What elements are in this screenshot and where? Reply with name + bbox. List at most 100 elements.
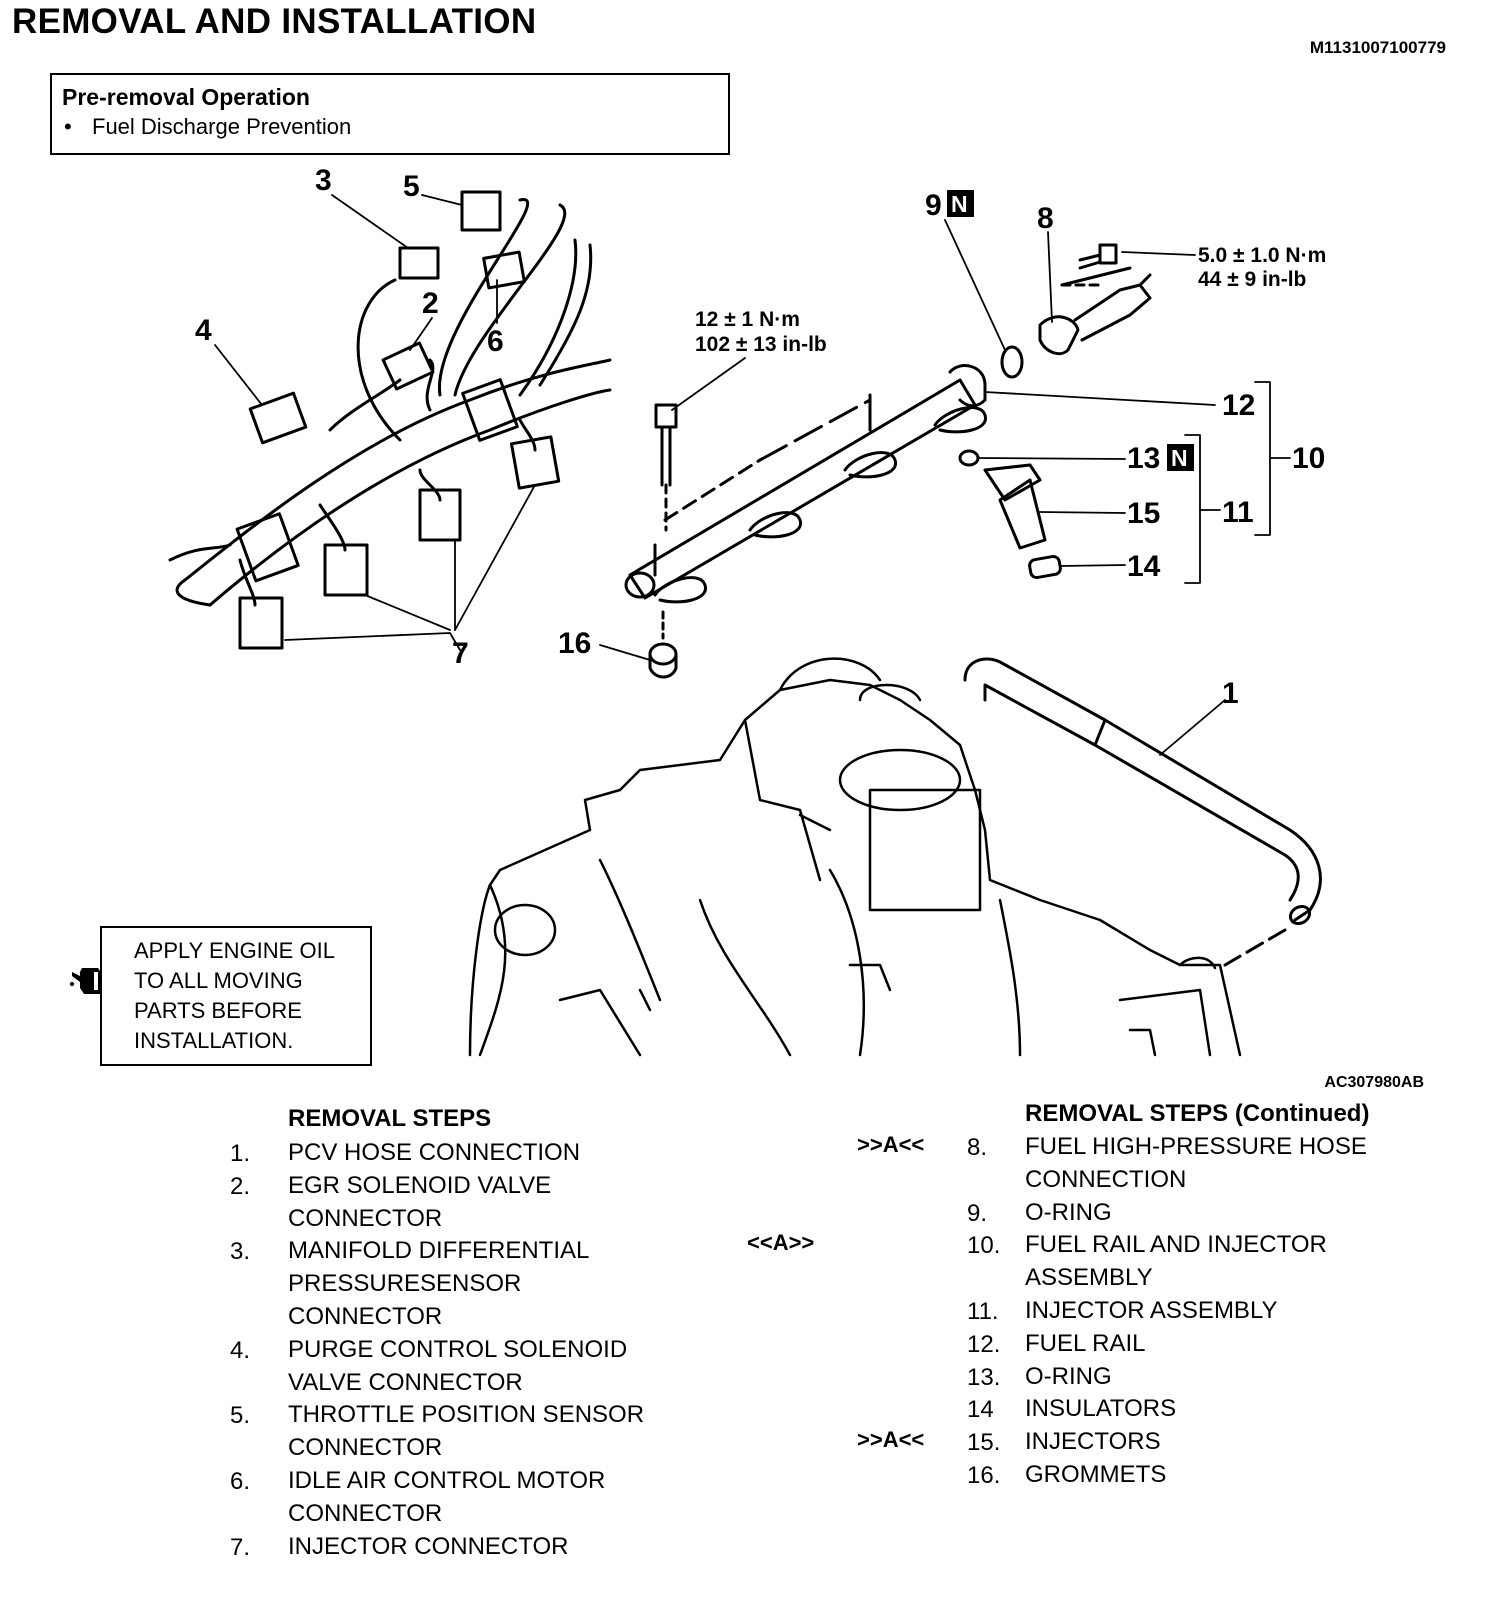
oil-note-line-1: APPLY ENGINE OIL [134, 938, 335, 963]
injector-15-icon [983, 463, 1042, 502]
rail-mounting-bolt [654, 403, 678, 532]
exploded-diagram: 3 5 2 4 6 7 16 9 8 12 13 15 14 11 10 1 N… [168, 164, 1326, 1057]
injector-connector-icon [323, 543, 369, 597]
callout-13: 13 [1127, 442, 1160, 475]
oil-note-box [100, 926, 372, 1066]
callout-labels: 3 5 2 4 6 7 16 9 8 12 13 15 14 11 10 1 [195, 164, 1325, 710]
connector-3-icon [398, 246, 440, 280]
hose-fitting-icon [1038, 315, 1080, 356]
callout-7: 7 [452, 637, 469, 670]
pcv-hose [963, 657, 1322, 967]
step-text-line: O-RING [1025, 1362, 1112, 1390]
injector-connector-icon [238, 596, 284, 650]
step-text: FUEL HIGH-PRESSURE HOSE CONNECTION [1025, 1130, 1367, 1196]
step-number: 10. [967, 1232, 1001, 1260]
callout-5: 5 [403, 170, 420, 203]
step-text: INSULATORS [1025, 1392, 1176, 1425]
step-number: 14 [967, 1396, 994, 1424]
step-text-line: INJECTORS [1025, 1428, 1161, 1456]
step-text: FUEL RAIL [1025, 1327, 1145, 1360]
step-text: O-RING [1025, 1360, 1112, 1393]
callout-15: 15 [1127, 497, 1160, 530]
step-text-line: VALVE CONNECTOR [288, 1368, 523, 1396]
step-number: 11. [967, 1298, 999, 1325]
step-text: THROTTLE POSITION SENSOR CONNECTOR [288, 1398, 644, 1464]
step-number: 1. [230, 1140, 251, 1167]
step-reference-tag: >>A<< [857, 1427, 925, 1453]
step-text-line: CONNECTION [1025, 1166, 1187, 1193]
step-text: PCV HOSE CONNECTION [288, 1136, 580, 1169]
step-number: 16. [967, 1462, 1001, 1489]
callout-8: 8 [1037, 202, 1054, 235]
step-text-line: MANIFOLD DIFFERENTIAL [288, 1237, 590, 1265]
torque-bolt-nm: 12 ± 1 N·m [695, 308, 800, 331]
step-text-line: PRESSURESENSOR [288, 1270, 522, 1298]
step-text-line: INSULATORS [1025, 1395, 1177, 1423]
figure-id: AC307980AB [1324, 1074, 1424, 1091]
new-part-badge-13-icon [1167, 444, 1194, 471]
wiring-harness [168, 198, 612, 607]
step-text-line: O-RING [1025, 1198, 1112, 1226]
insulator-14-icon [1028, 554, 1062, 580]
step-text-line: EGR SOLENOID VALVE [288, 1171, 552, 1199]
step-number: 7. [230, 1533, 251, 1561]
oil-can-icon [70, 968, 102, 994]
step-text-line: CONNECTOR [288, 1434, 443, 1462]
step-text: INJECTOR CONNECTOR [288, 1530, 568, 1563]
page-title: REMOVAL AND INSTALLATION [12, 2, 537, 41]
connector-5-icon [460, 190, 502, 232]
oil-note-line-2: TO ALL MOVING [134, 968, 303, 993]
step-text-line: FUEL RAIL [1025, 1329, 1146, 1357]
callout-4: 4 [195, 314, 212, 347]
new-part-badge-13: N [1171, 445, 1188, 471]
step-number: 12. [967, 1330, 1001, 1358]
connector-4-icon [248, 391, 308, 445]
step-number: 2. [230, 1172, 251, 1200]
removal-steps-continued-heading: REMOVAL STEPS (Continued) [1025, 1100, 1370, 1127]
step-text-line: PCV HOSE CONNECTION [288, 1139, 581, 1166]
torque-hose-nm: 5.0 ± 1.0 N·m [1198, 244, 1326, 267]
step-text: PURGE CONTROL SOLENOID VALVE CONNECTOR [288, 1333, 627, 1399]
new-part-badge-9-icon [947, 190, 974, 217]
leader-lines [214, 194, 1291, 756]
step-text: INJECTOR ASSEMBLY [1025, 1294, 1278, 1327]
step-reference-tag: <<A>> [747, 1230, 815, 1256]
injector-parts [958, 449, 1062, 580]
fuel-rail [624, 364, 987, 604]
step-number: 6. [230, 1468, 251, 1495]
new-part-badges: N N [947, 190, 1194, 471]
oil-note-line-4: INSTALLATION. [134, 1028, 294, 1053]
step-number: 8. [967, 1134, 988, 1161]
pre-removal-title: Pre-removal Operation [62, 84, 310, 110]
torque-bolt-inlb: 102 ± 13 in-lb [695, 333, 827, 356]
callout-3: 3 [315, 164, 332, 197]
step-text-line: FUEL HIGH-PRESSURE HOSE [1025, 1133, 1367, 1160]
injector-connector-icon [418, 488, 462, 542]
step-text-line: IDLE AIR CONTROL MOTOR [288, 1467, 606, 1494]
step-text-line: GROMMETS [1025, 1461, 1167, 1488]
o-ring-13-icon [958, 449, 980, 467]
step-text: O-RING [1025, 1196, 1112, 1229]
new-part-badge-9: N [951, 191, 968, 217]
bullet-icon: • [64, 114, 72, 139]
callout-16: 16 [558, 627, 591, 660]
step-text-line: CONNECTOR [288, 1500, 443, 1527]
step-text-line: PURGE CONTROL SOLENOID [288, 1335, 628, 1363]
connector-6-icon [482, 250, 526, 290]
oil-note-line-3: PARTS BEFORE [134, 998, 302, 1023]
document-id: M1131007100779 [1309, 38, 1446, 57]
high-pressure-hose [1000, 243, 1152, 379]
engine-outline [468, 657, 1242, 1057]
grommet [648, 610, 678, 679]
step-number: 9. [967, 1199, 988, 1227]
callout-14: 14 [1127, 550, 1161, 583]
step-text-line: THROTTLE POSITION SENSOR [288, 1401, 645, 1429]
step-number: 4. [230, 1336, 251, 1364]
callout-12: 12 [1222, 389, 1255, 422]
step-text: GROMMETS [1025, 1458, 1166, 1491]
callout-2: 2 [422, 287, 439, 320]
callout-9: 9 [925, 189, 942, 222]
